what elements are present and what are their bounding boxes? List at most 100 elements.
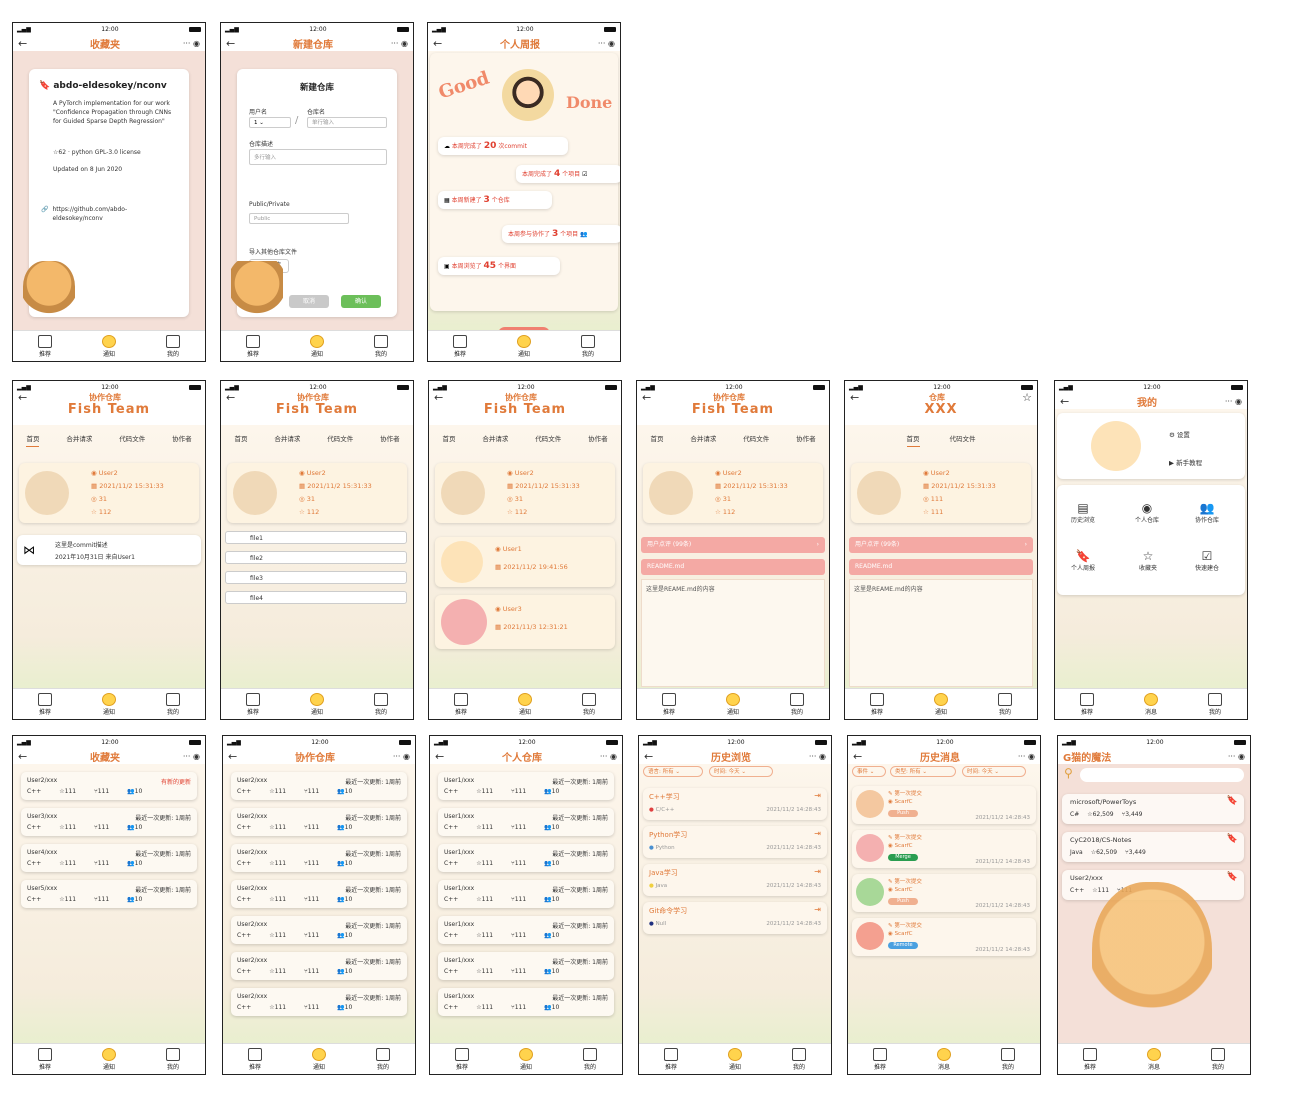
tab-mine[interactable]: 我的 xyxy=(581,334,595,358)
search-icon[interactable]: ⚲ xyxy=(1064,766,1073,780)
tab-notify[interactable]: 通知 xyxy=(102,692,116,716)
tab-mine[interactable]: 我的 xyxy=(582,692,596,716)
tab-notify[interactable]: 通知 xyxy=(310,334,324,358)
confirm-button[interactable]: 确认 xyxy=(341,295,381,308)
tab-home[interactable]: 首页 xyxy=(442,435,456,443)
back-arrow-icon[interactable]: ← xyxy=(433,36,443,50)
tab-merge[interactable]: 合并请求 xyxy=(690,435,717,443)
capsule-menu-icon[interactable]: ··· ◉ xyxy=(182,38,200,48)
visibility-select[interactable]: Public xyxy=(249,213,349,224)
settings-link[interactable]: ⚙ 设置 xyxy=(1169,431,1190,439)
back-arrow-icon[interactable]: ← xyxy=(642,390,652,404)
tab-notify[interactable]: 通知 xyxy=(519,1047,533,1071)
folder-item[interactable]: file1 xyxy=(225,531,407,544)
capsule-menu-icon[interactable]: ··· ◉ xyxy=(182,751,200,761)
tab-notify[interactable]: 通知 xyxy=(312,1047,326,1071)
tab-collaborators[interactable]: 协作者 xyxy=(796,435,816,443)
username-select[interactable]: 1 ⌄ xyxy=(249,117,291,128)
tab-notify[interactable]: 通知 xyxy=(517,334,531,358)
tab-code[interactable]: 代码文件 xyxy=(743,435,770,443)
tab-mine[interactable]: 我的 xyxy=(374,692,388,716)
tab-notify[interactable]: 通知 xyxy=(726,692,740,716)
grid-quick-create[interactable]: ☑快速建仓 xyxy=(1195,549,1220,572)
cancel-button[interactable]: 取消 xyxy=(289,295,329,308)
type-filter[interactable]: 类型: 所有 ⌄ xyxy=(890,766,956,777)
back-arrow-icon[interactable]: ← xyxy=(226,36,236,50)
capsule-menu-icon[interactable]: ··· ◉ xyxy=(808,751,826,761)
language-filter[interactable]: 语言: 所有 ⌄ xyxy=(643,766,703,777)
tab-code[interactable]: 代码文件 xyxy=(949,435,976,443)
tab-recommend[interactable]: 推荐 xyxy=(873,1047,887,1071)
back-arrow-icon[interactable]: ← xyxy=(226,390,236,404)
repo-item[interactable]: CyC2018/CS-Notes🔖Java☆62,509⑂3,449 xyxy=(1062,832,1244,862)
open-icon[interactable]: ⇥ xyxy=(814,905,821,914)
capsule-menu-icon[interactable]: ··· ◉ xyxy=(597,38,615,48)
file-item[interactable]: file3 xyxy=(225,571,407,584)
event-filter[interactable]: 事件 ⌄ xyxy=(852,766,886,777)
tab-mine[interactable]: 我的 xyxy=(583,1047,597,1071)
tab-mine[interactable]: 我的 xyxy=(790,692,804,716)
tab-mine[interactable]: 我的 xyxy=(374,334,388,358)
tab-mine[interactable]: 我的 xyxy=(792,1047,806,1071)
star-outline-icon[interactable]: ☆ xyxy=(1022,390,1032,404)
tab-home[interactable]: 首页 xyxy=(26,433,40,447)
capsule-menu-icon[interactable]: ··· ◉ xyxy=(392,751,410,761)
desc-input[interactable]: 多行输入 xyxy=(249,149,387,165)
back-arrow-icon[interactable]: ← xyxy=(853,749,863,763)
tab-mine[interactable]: 我的 xyxy=(166,692,180,716)
tab-recommend[interactable]: 推荐 xyxy=(246,334,260,358)
history-item[interactable]: C++学习⇥● C/C++2021/11/2 14:28:43 xyxy=(643,788,827,820)
tab-recommend[interactable]: 推荐 xyxy=(1083,1047,1097,1071)
back-arrow-icon[interactable]: ← xyxy=(228,749,238,763)
reviews-bar[interactable]: 用户点评 (99条)› xyxy=(849,537,1033,553)
tab-recommend[interactable]: 推荐 xyxy=(1080,692,1094,716)
back-arrow-icon[interactable]: ← xyxy=(18,390,28,404)
repo-item[interactable]: microsoft/PowerToys🔖C#☆62,509⑂3,449 xyxy=(1062,794,1244,824)
tab-notify[interactable]: 通知 xyxy=(102,334,116,358)
tab-recommend[interactable]: 推荐 xyxy=(454,692,468,716)
tab-home[interactable]: 首页 xyxy=(234,435,248,443)
grid-collab-repo[interactable]: 👥协作仓库 xyxy=(1195,501,1220,524)
time-filter[interactable]: 时间: 今天 ⌄ xyxy=(962,766,1026,777)
file-item[interactable]: file4 xyxy=(225,591,407,604)
open-icon[interactable]: ⇥ xyxy=(814,867,821,876)
tab-mine[interactable]: 我的 xyxy=(166,1047,180,1071)
tab-merge[interactable]: 合并请求 xyxy=(66,435,93,443)
tab-recommend[interactable]: 推荐 xyxy=(453,334,467,358)
back-arrow-icon[interactable]: ← xyxy=(18,749,28,763)
tab-collaborators[interactable]: 协作者 xyxy=(172,435,192,443)
tab-recommend[interactable]: 推荐 xyxy=(38,1047,52,1071)
reponame-input[interactable]: 单行输入 xyxy=(307,117,387,128)
tab-recommend[interactable]: 推荐 xyxy=(455,1047,469,1071)
search-input[interactable] xyxy=(1080,768,1244,782)
open-icon[interactable]: ⇥ xyxy=(814,829,821,838)
tab-notify[interactable]: 通知 xyxy=(728,1047,742,1071)
tab-mine[interactable]: 我的 xyxy=(1001,1047,1015,1071)
grid-history[interactable]: ▤历史浏览 xyxy=(1071,501,1096,524)
tab-recommend[interactable]: 推荐 xyxy=(38,334,52,358)
tab-notify[interactable]: 通知 xyxy=(518,692,532,716)
tab-recommend[interactable]: 推荐 xyxy=(870,692,884,716)
tab-code[interactable]: 代码文件 xyxy=(327,435,354,443)
tab-message[interactable]: 消息 xyxy=(1144,692,1158,716)
tab-mine[interactable]: 我的 xyxy=(166,334,180,358)
capsule-menu-icon[interactable]: ··· ◉ xyxy=(390,38,408,48)
time-filter[interactable]: 时间: 今天 ⌄ xyxy=(709,766,773,777)
tab-collaborators[interactable]: 协作者 xyxy=(380,435,400,443)
tab-recommend[interactable]: 推荐 xyxy=(662,692,676,716)
back-arrow-icon[interactable]: ← xyxy=(435,749,445,763)
reviews-bar[interactable]: 用户点评 (99条)› xyxy=(641,537,825,553)
